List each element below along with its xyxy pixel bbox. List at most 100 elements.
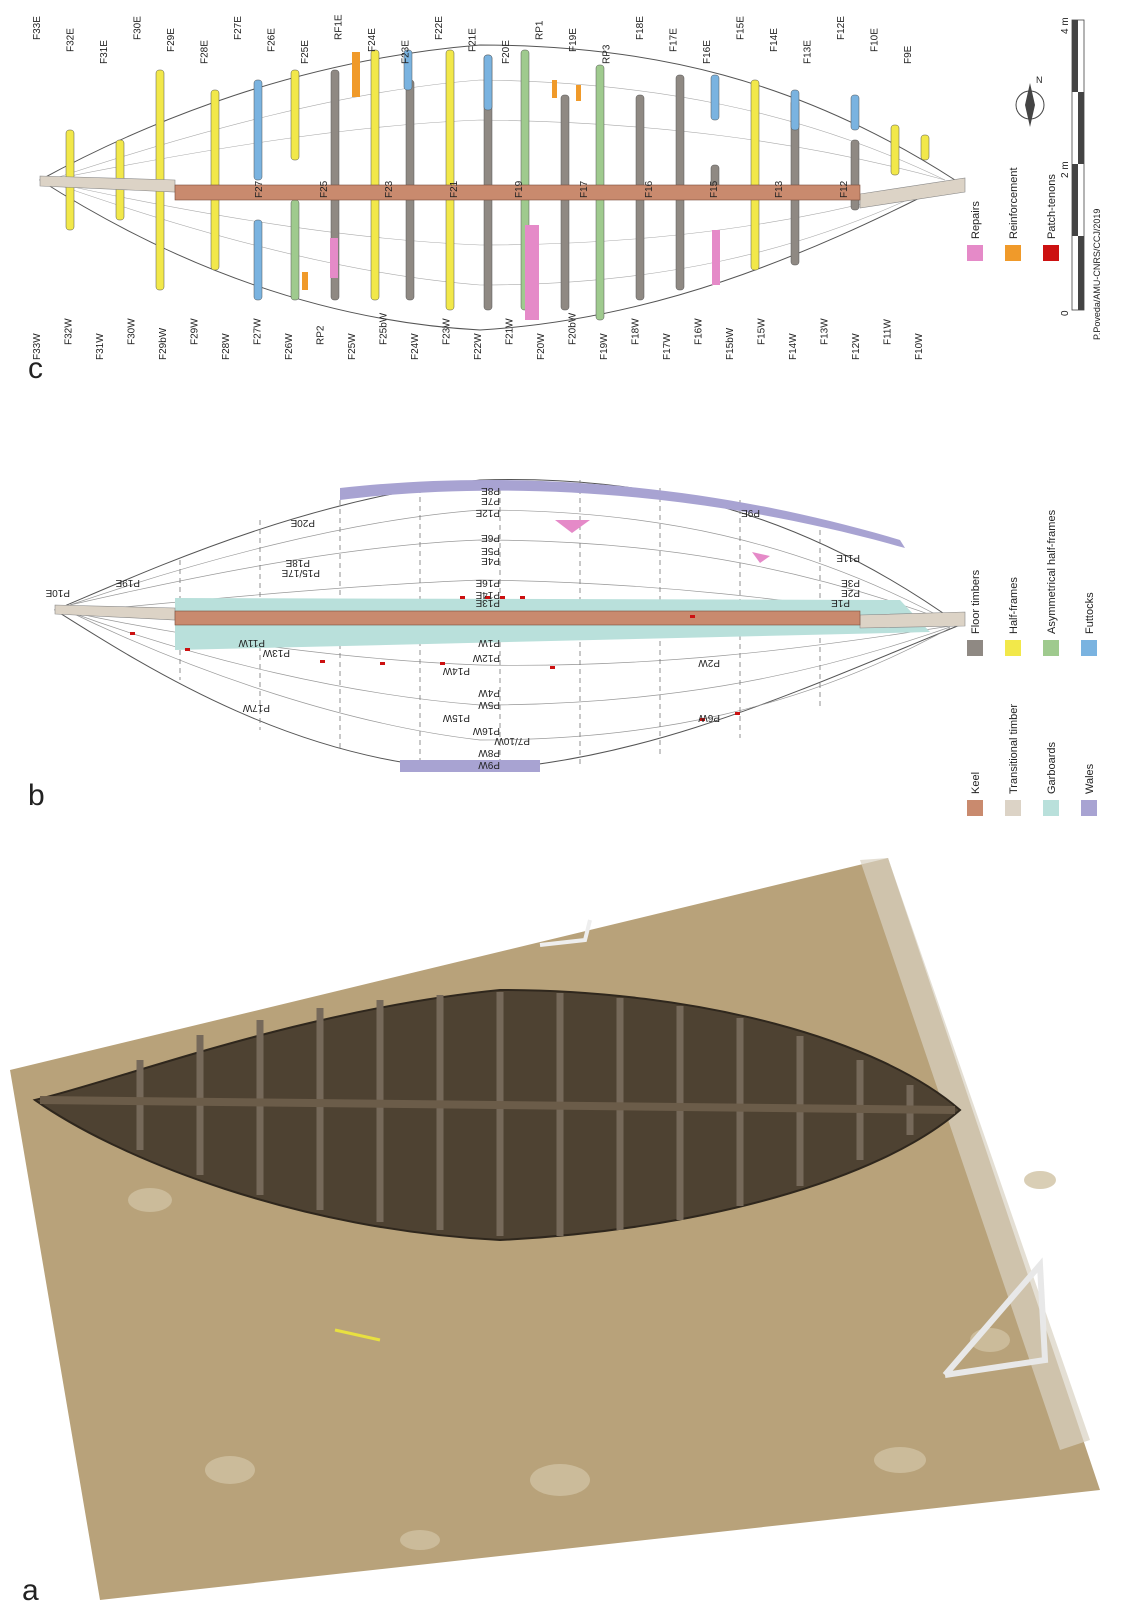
- legend-label-wales: Wales: [1084, 763, 1096, 794]
- plank-label-p20e: P20E: [290, 517, 315, 528]
- frame-label-f15e: F15E: [736, 16, 747, 40]
- plank-label-p9w: P9W: [478, 759, 500, 770]
- plank-label-p8w: P8W: [478, 747, 500, 758]
- legend-label-reinforcement: Reinforcement: [1008, 167, 1020, 239]
- repair-f15bw: [712, 230, 720, 285]
- plank-label-p11e: P11E: [836, 552, 860, 563]
- plank-label-p4e: P4E: [481, 555, 500, 566]
- reinforcement-rp3: [576, 85, 581, 101]
- frame-futt-14: [483, 54, 493, 111]
- credit-text: P.Poveda/AMU-CNRS/CCJ/2019: [1092, 209, 1102, 340]
- photomosaic-shade: [860, 858, 1090, 1450]
- plank-label-p14e: P14E: [475, 589, 500, 600]
- yellow-tape: [334, 1328, 381, 1342]
- frame-label-f14w: F14W: [788, 333, 799, 360]
- frame-label-f23e: F23E: [401, 40, 412, 64]
- plank-label-p13w: P13W: [262, 647, 290, 658]
- frame-label-f21w: F21W: [505, 318, 516, 345]
- frame-label-rp1: RP1: [535, 20, 546, 40]
- frame-label-rf1e: RF1E: [334, 14, 345, 40]
- frame-label-f20w: F20W: [536, 333, 547, 360]
- frame-label-f14e: F14E: [769, 28, 780, 52]
- legend-swatch-wales: [1081, 800, 1097, 816]
- legend-label-asymmetrical-half-frames: Asymmetrical half-frames: [1046, 509, 1058, 634]
- frame-futt-11: [403, 49, 413, 91]
- frame-half-6: [290, 69, 300, 161]
- frame-label-f9e: F9E: [903, 45, 914, 64]
- reinforcement-rf1e: [352, 52, 360, 97]
- scale-tick-2m: 2 m: [1060, 161, 1071, 178]
- legend-swatch-patch-tenons: [1043, 245, 1059, 261]
- legend-swatch-garboards: [1043, 800, 1059, 816]
- frame-label-f29e: F29E: [166, 28, 177, 52]
- plank-label-p10e: P10E: [45, 587, 70, 598]
- legend-label-floor-timbers: Floor timbers: [970, 569, 982, 634]
- frame-label-f27e: F27E: [233, 16, 244, 40]
- legend-swatch-half-frames: [1005, 640, 1021, 656]
- plank-label-p7e: P7E: [481, 495, 500, 506]
- legend-swatch-transitional-timber: [1005, 800, 1021, 816]
- frame-label-f13e: F13E: [803, 40, 814, 64]
- north-arrow: N: [1015, 75, 1045, 127]
- frame-futt-4: [253, 79, 263, 181]
- frame-label-f29bw: F29bW: [158, 327, 169, 360]
- frame-label-rp3: RP3: [602, 44, 613, 64]
- repair-f20bw: [525, 225, 539, 320]
- frame-label-f24e: F24E: [367, 28, 378, 52]
- plank-label-p13e: P13E: [475, 597, 500, 608]
- plank-label-p3e: P3E: [841, 577, 860, 588]
- frame-label-f32e: F32E: [66, 28, 77, 52]
- plank-label-p7-10w: P7/10W: [494, 735, 530, 746]
- plank-labels-west: P11WP13WP1WP12WP14WP4WP5WP15WP16WP7/10WP…: [238, 637, 720, 770]
- frame-label-f19e: F19E: [568, 28, 579, 52]
- plank-label-p12e: P12E: [475, 507, 500, 518]
- patch-tenons-b: [130, 596, 740, 721]
- panel-b-label: b: [28, 779, 45, 812]
- transitional-timber-bow-c: [859, 177, 966, 209]
- reference-frame: [942, 1257, 1049, 1378]
- frame-futt-5: [253, 219, 263, 301]
- frame-label-f25w: F25W: [347, 333, 358, 360]
- frame-label-f33w: F33W: [32, 333, 43, 360]
- repair-b-1: [555, 520, 590, 533]
- frame-label-f16e: F16E: [702, 40, 713, 64]
- plank-label-p1e: P1E: [831, 597, 850, 608]
- keel-c: [174, 184, 861, 201]
- panel-a: a: [10, 858, 1100, 1607]
- plank-label-p2e: P2E: [841, 587, 860, 598]
- frame-label-f11w: F11W: [883, 319, 894, 345]
- frame-labels: F33EF32EF31EF30EF29EF28EF27EF26EF25ERF1E…: [32, 14, 925, 360]
- frame-label-f12w: F12W: [851, 333, 862, 360]
- frame-label-f15: F15: [709, 180, 720, 198]
- plank-label-p9e: P9E: [741, 507, 760, 518]
- reinforcement-rp2: [302, 272, 308, 290]
- frame-label-f12: F12: [839, 180, 850, 198]
- frame-label-f27w: F27W: [253, 318, 264, 345]
- frame-label-f26e: F26E: [267, 28, 278, 52]
- frame-label-f26w: F26W: [284, 333, 295, 360]
- plank-label-p16e: P16E: [475, 577, 500, 588]
- frame-label-f28e: F28E: [200, 40, 211, 64]
- frame-label-f13w: F13W: [820, 318, 831, 345]
- frame-floor-16: [560, 94, 570, 311]
- legend-swatch-reinforcement: [1005, 245, 1021, 261]
- frame-label-f31w: F31W: [95, 333, 106, 360]
- plank-seams-c: [49, 79, 946, 286]
- frame-label-f33e: F33E: [32, 16, 43, 40]
- frame-floor-19: [675, 74, 685, 291]
- plank-label-p18e: P18E: [285, 557, 310, 568]
- frame-label-f15w: F15W: [757, 318, 768, 345]
- frames-layer: [65, 49, 930, 321]
- plank-label-p14w: P14W: [442, 665, 470, 676]
- frame-half-28: [920, 134, 930, 161]
- panel-a-label: a: [22, 1574, 39, 1607]
- frame-label-f17e: F17E: [669, 28, 680, 52]
- panel-c-label: c: [28, 352, 43, 385]
- frame-label-f16w: F16W: [694, 318, 705, 345]
- legend-label-futtocks: Futtocks: [1084, 592, 1096, 634]
- frame-label-f13: F13: [774, 180, 785, 198]
- frame-label-f18e: F18E: [635, 16, 646, 40]
